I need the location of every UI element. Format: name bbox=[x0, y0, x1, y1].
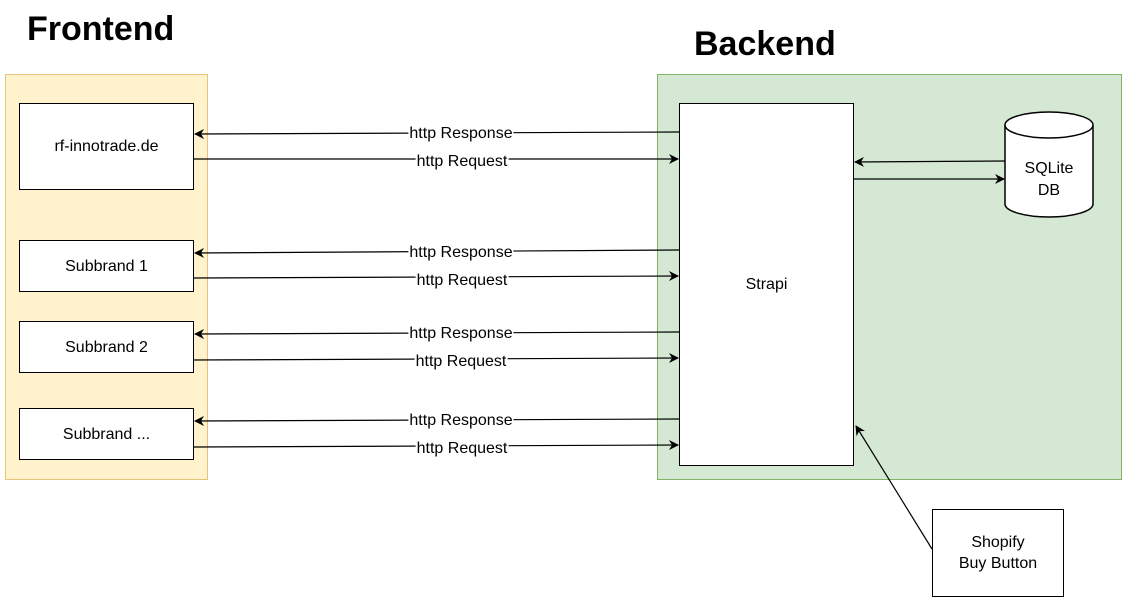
edge-label-request: http Request bbox=[415, 440, 509, 458]
edge-label-response: http Response bbox=[408, 412, 514, 430]
backend-heading: Backend bbox=[694, 25, 836, 63]
edge-label-request: http Request bbox=[415, 153, 509, 171]
node-subbrand-2: Subbrand 2 bbox=[19, 321, 194, 373]
node-strapi: Strapi bbox=[679, 103, 854, 466]
database-cylinder-icon bbox=[1004, 111, 1094, 218]
frontend-heading: Frontend bbox=[27, 10, 175, 48]
edge-label-request: http Request bbox=[414, 353, 508, 371]
node-label: Subbrand 2 bbox=[65, 338, 148, 356]
edge-label-request: http Request bbox=[415, 272, 509, 290]
node-label: Subbrand ... bbox=[62, 425, 151, 443]
node-label: Strapi bbox=[745, 276, 788, 293]
node-subbrand-more: Subbrand ... bbox=[19, 408, 194, 460]
edge-label-response: http Response bbox=[408, 244, 514, 262]
node-label: Shopify Buy Button bbox=[958, 534, 1038, 572]
edge-db-to-strapi bbox=[854, 156, 1006, 167]
database-label: SQLite DB bbox=[1024, 160, 1074, 199]
node-rf-innotrade: rf-innotrade.de bbox=[19, 103, 194, 190]
node-shopify-buy-button: Shopify Buy Button bbox=[932, 509, 1064, 597]
edge-shopify-to-strapi bbox=[855, 425, 933, 550]
node-label: rf-innotrade.de bbox=[54, 138, 159, 155]
node-subbrand-1: Subbrand 1 bbox=[19, 240, 194, 292]
edge-label-response: http Response bbox=[408, 325, 514, 343]
edge-label-response: http Response bbox=[408, 125, 514, 143]
node-label: Subbrand 1 bbox=[65, 257, 148, 275]
